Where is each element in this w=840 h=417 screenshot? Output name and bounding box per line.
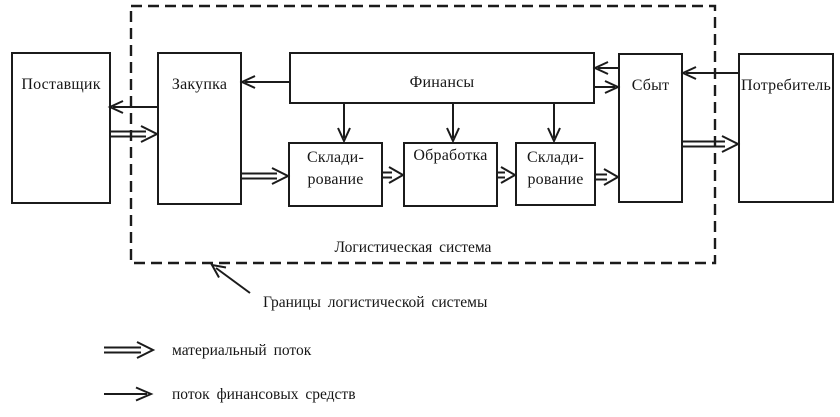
material-flow-arrow-processing-to-warehousing-2 — [498, 166, 518, 184]
finance-flow-arrow-purchase-to-supplier — [107, 100, 157, 114]
material-flow-arrow-supplier-to-purchase — [110, 125, 160, 143]
finance-flow-arrow-consumer-to-sales — [680, 66, 738, 80]
legend-symbols — [104, 341, 156, 402]
node-warehousing-2: Склади- рование — [515, 142, 596, 206]
node-supplier: Поставщик — [11, 52, 111, 204]
finance-flow-arrow-sales-to-finance — [592, 61, 618, 75]
boundary-label: Границы логистической системы — [263, 294, 488, 311]
finance-flow-arrow-finance-to-processing — [446, 104, 460, 144]
node-warehousing-2-label: Склади- рование — [527, 149, 584, 189]
node-sales-label: Сбыт — [631, 77, 670, 94]
system-label: Логистическая система — [334, 239, 492, 256]
material-flow-arrow-sales-to-consumer — [683, 135, 741, 153]
finance-flow-arrow-finance-to-purchase — [239, 75, 289, 89]
legend-financial-label: поток финансовых средств — [172, 386, 356, 403]
finance-flow-legend-icon — [104, 386, 154, 402]
node-finance-label: Финансы — [409, 74, 475, 91]
node-finance: Финансы — [289, 52, 595, 104]
node-warehousing-1-label: Склади- рование — [307, 149, 364, 189]
node-consumer: Потребитель — [738, 53, 834, 203]
finance-flow-arrow-finance-to-warehousing-1 — [337, 104, 351, 144]
node-supplier-label: Поставщик — [21, 76, 101, 93]
material-flow-legend-icon — [104, 341, 156, 359]
material-flow-arrow-purchase-to-warehousing-1 — [242, 167, 291, 185]
node-processing: Обработка — [403, 142, 498, 207]
node-purchase-label: Закупка — [171, 76, 228, 93]
legend-material-label: материальный поток — [172, 342, 312, 359]
material-flow-arrow-warehousing-2-to-sales — [596, 168, 621, 186]
node-purchase: Закупка — [157, 52, 242, 205]
node-processing-label: Обработка — [413, 147, 488, 164]
node-warehousing-1: Склади- рование — [288, 142, 383, 207]
boundary-pointer-arrow — [210, 263, 251, 294]
finance-flow-arrow-finance-to-sales — [595, 80, 621, 94]
node-sales: Сбыт — [618, 53, 683, 203]
node-consumer-label: Потребитель — [741, 77, 831, 94]
finance-flow-arrow-finance-to-warehousing-2 — [547, 104, 561, 144]
material-flow-arrow-warehousing-1-to-processing — [383, 166, 406, 184]
